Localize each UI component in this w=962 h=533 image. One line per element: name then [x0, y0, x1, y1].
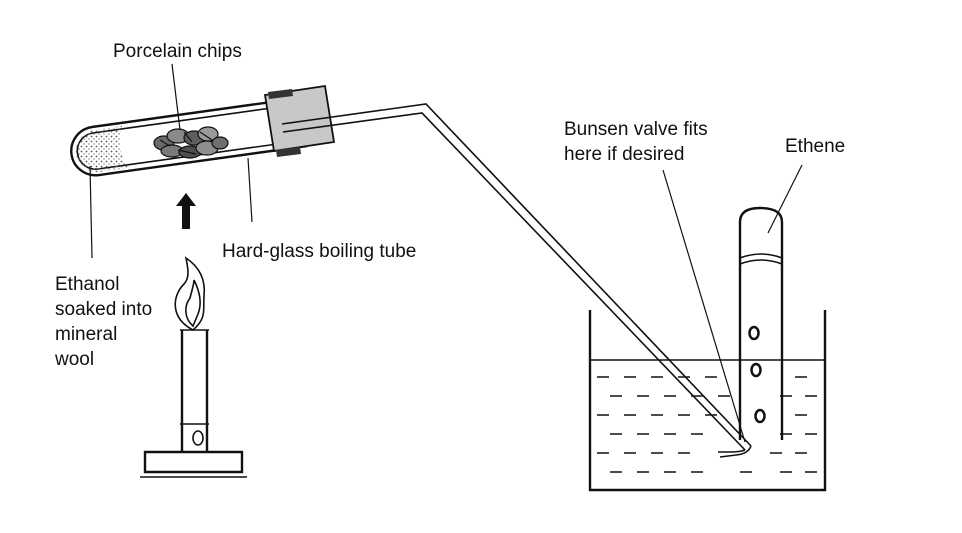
- up-arrow-icon: [176, 193, 196, 229]
- mineral-wool: [75, 126, 128, 173]
- leader-lines: [89, 63, 803, 443]
- rubber-stopper: [263, 84, 336, 157]
- label-bunsen-valve-line1: Bunsen valve fits: [564, 119, 708, 140]
- porcelain-chips: [153, 126, 229, 159]
- boiling-tube: [70, 96, 308, 177]
- label-ethene: Ethene: [785, 136, 845, 157]
- label-porcelain-chips: Porcelain chips: [113, 41, 242, 62]
- label-ethanol-line2: soaked into: [55, 299, 152, 320]
- label-ethanol-line1: Ethanol: [55, 274, 119, 295]
- bunsen-burner-icon: [140, 256, 247, 478]
- collecting-tube: [738, 206, 784, 440]
- label-ethanol-line4: wool: [54, 349, 94, 370]
- label-hard-glass-tube: Hard-glass boiling tube: [222, 241, 416, 262]
- water-ripples: [597, 376, 817, 473]
- gas-bubbles: [748, 325, 766, 424]
- label-bunsen-valve-line2: here if desired: [564, 144, 684, 165]
- label-ethanol-line3: mineral: [55, 324, 117, 345]
- water-trough: [588, 310, 827, 492]
- delivery-tube: [281, 103, 752, 458]
